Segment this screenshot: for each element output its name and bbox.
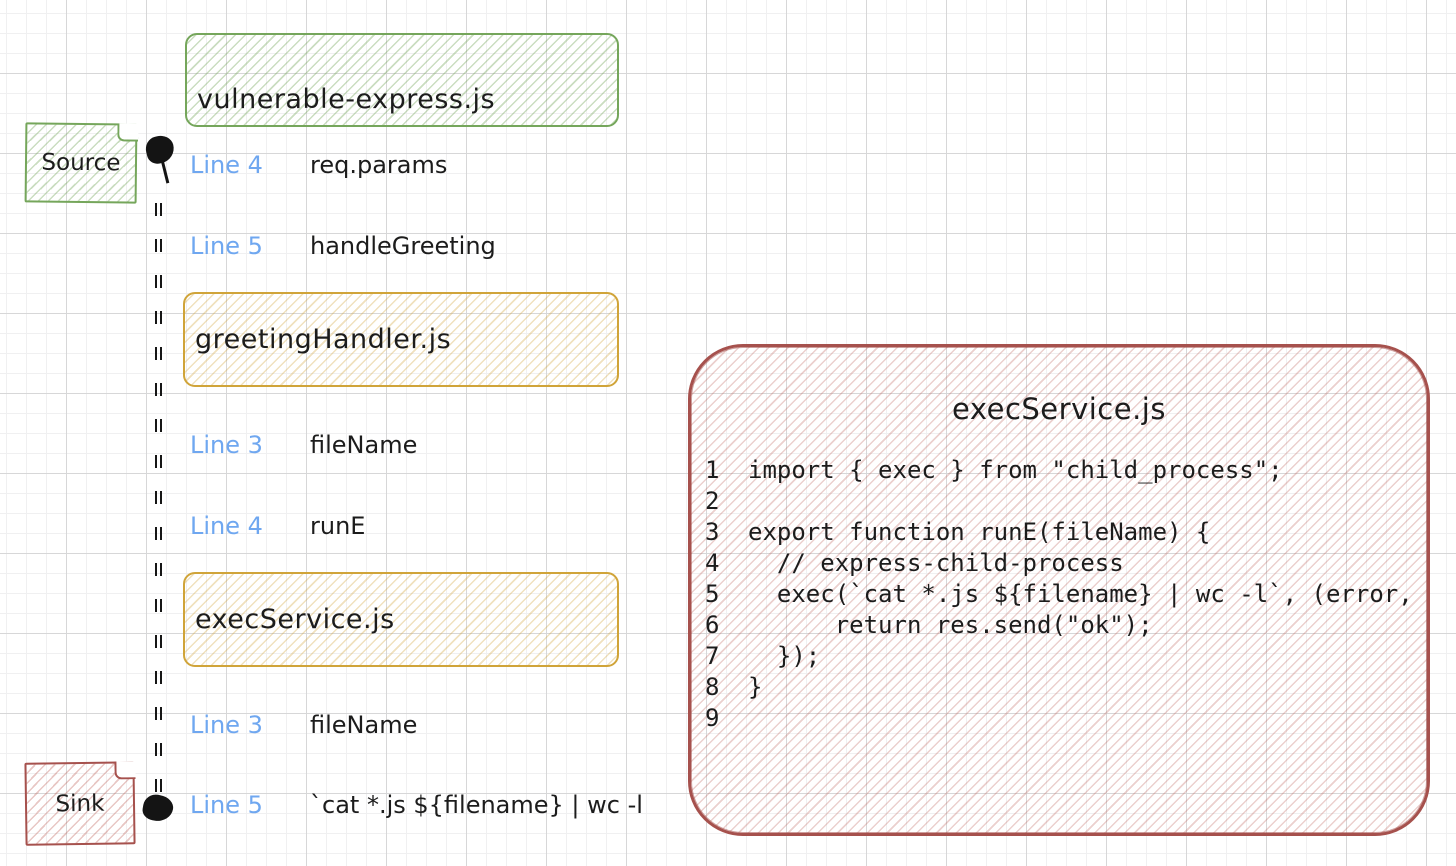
note-fold-corner bbox=[116, 122, 138, 142]
line-number: 2 bbox=[705, 487, 720, 515]
line-code: // express-child-process bbox=[748, 549, 1124, 577]
step-symbol: runE bbox=[310, 512, 366, 540]
flow-end-marker bbox=[140, 792, 176, 824]
line-number: 7 bbox=[705, 642, 720, 670]
line-code: export function runE(fileName) { bbox=[748, 518, 1211, 546]
line-number: 8 bbox=[705, 673, 720, 701]
code-line: 1 import { exec } from "child_process"; bbox=[705, 455, 1427, 486]
file-box-exec-service[interactable]: execService.js bbox=[183, 572, 619, 667]
code-line: 8 } bbox=[705, 672, 1427, 703]
line-code: } bbox=[748, 673, 763, 701]
step-symbol: fileName bbox=[310, 711, 418, 739]
source-note-label: Source bbox=[41, 149, 121, 177]
code-line: 9 bbox=[705, 703, 1427, 734]
line-code: }); bbox=[748, 642, 821, 670]
file-box-label: execService.js bbox=[195, 604, 395, 635]
file-box-greeting-handler[interactable]: greetingHandler.js bbox=[183, 292, 619, 387]
code-panel-title: execService.js bbox=[952, 392, 1166, 426]
step-symbol: fileName bbox=[310, 431, 418, 459]
code-line: 6 return res.send("ok"); bbox=[705, 610, 1427, 641]
step-symbol: req.params bbox=[310, 151, 448, 179]
flow-step[interactable]: Line 3 fileName bbox=[190, 431, 750, 461]
step-line-label: Line 4 bbox=[190, 151, 263, 179]
flow-step[interactable]: Line 3 fileName bbox=[190, 711, 750, 741]
line-number: 6 bbox=[705, 611, 720, 639]
note-fold-corner bbox=[113, 760, 136, 780]
flow-start-marker bbox=[143, 133, 177, 166]
step-line-label: Line 3 bbox=[190, 431, 263, 459]
flow-step[interactable]: Line 4 req.params bbox=[190, 151, 750, 181]
step-symbol: handleGreeting bbox=[310, 232, 496, 260]
line-code: return res.send("ok"); bbox=[748, 611, 1153, 639]
sink-note[interactable]: Sink bbox=[24, 760, 136, 846]
step-symbol: `cat *.js ${filename} | wc -l bbox=[310, 791, 643, 819]
step-line-label: Line 4 bbox=[190, 512, 263, 540]
code-line: 5 exec(`cat *.js ${filename} | wc -l`, (… bbox=[705, 579, 1427, 610]
step-line-label: Line 5 bbox=[190, 791, 263, 819]
code-line: 2 bbox=[705, 486, 1427, 517]
line-number: 5 bbox=[705, 580, 720, 608]
sink-note-label: Sink bbox=[55, 790, 105, 817]
code-block: 1 import { exec } from "child_process"; … bbox=[705, 455, 1427, 734]
step-line-label: Line 5 bbox=[190, 232, 263, 260]
line-code: exec(`cat *.js ${filename} | wc -l`, (er… bbox=[748, 580, 1413, 608]
code-line: 3 export function runE(fileName) { bbox=[705, 517, 1427, 548]
flow-step[interactable]: Line 5 handleGreeting bbox=[190, 232, 750, 262]
step-line-label: Line 3 bbox=[190, 711, 263, 739]
line-number: 3 bbox=[705, 518, 720, 546]
flow-step[interactable]: Line 4 runE bbox=[190, 512, 750, 542]
code-line: 7 }); bbox=[705, 641, 1427, 672]
file-box-label: greetingHandler.js bbox=[195, 324, 452, 355]
source-note[interactable]: Source bbox=[24, 122, 138, 204]
file-box-vulnerable-express[interactable]: vulnerable-express.js bbox=[185, 33, 619, 127]
code-line: 4 // express-child-process bbox=[705, 548, 1427, 579]
line-code: import { exec } from "child_process"; bbox=[748, 456, 1283, 484]
code-panel[interactable]: execService.js 1 import { exec } from "c… bbox=[688, 344, 1430, 836]
line-number: 1 bbox=[705, 456, 720, 484]
file-box-label: vulnerable-express.js bbox=[197, 84, 496, 115]
taint-flow-line bbox=[155, 203, 162, 803]
flow-step[interactable]: Line 5 `cat *.js ${filename} | wc -l bbox=[190, 791, 750, 821]
line-number: 4 bbox=[705, 549, 720, 577]
line-number: 9 bbox=[705, 704, 720, 732]
